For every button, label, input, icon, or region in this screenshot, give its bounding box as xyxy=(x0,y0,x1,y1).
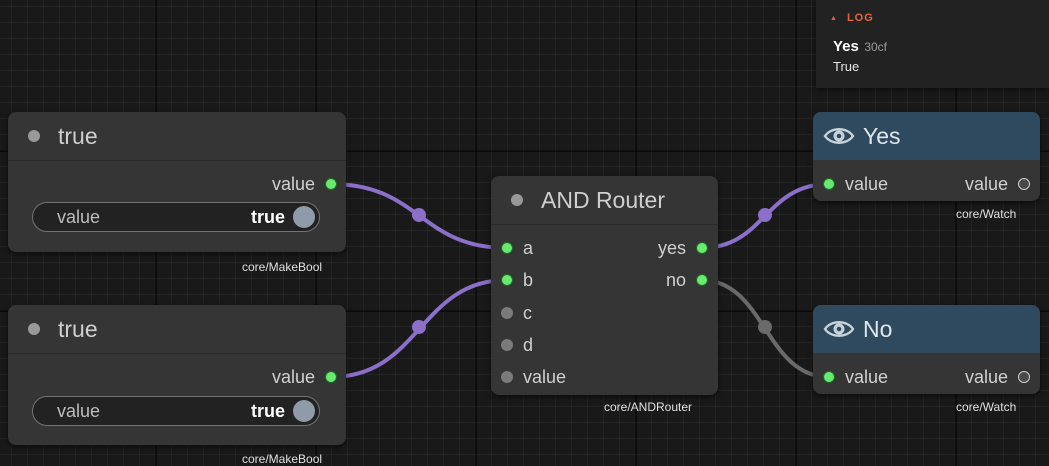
input-port[interactable] xyxy=(501,307,513,319)
makebool-node-1[interactable]: true value value true xyxy=(8,112,346,252)
node-title: true xyxy=(58,315,98,342)
node-title: true xyxy=(58,122,98,149)
log-title: LOG xyxy=(846,12,874,24)
and-router-node[interactable]: AND Router a b c d value yes no xyxy=(491,176,718,395)
output-port[interactable] xyxy=(1018,371,1030,383)
node-title-bar[interactable]: AND Router xyxy=(491,176,718,225)
boolean-toggle-widget[interactable]: value true xyxy=(32,396,320,426)
input-label: a xyxy=(523,237,534,258)
collapse-dot-icon[interactable] xyxy=(28,323,40,335)
output-label: yes xyxy=(657,237,686,258)
output-port-row: value xyxy=(272,367,337,387)
eye-icon xyxy=(823,128,855,144)
node-type-label: core/Watch xyxy=(956,400,1017,414)
node-title: Yes xyxy=(863,122,901,149)
input-port-row-c: c xyxy=(501,303,532,323)
output-port[interactable] xyxy=(325,371,337,383)
node-type-label: core/MakeBool xyxy=(242,452,323,466)
output-label: no xyxy=(665,269,686,290)
input-port-row-d: d xyxy=(501,335,533,355)
input-port[interactable] xyxy=(501,242,513,254)
log-panel[interactable]: ▲ LOG Yes 30cf True xyxy=(816,0,1049,88)
log-entry-header: Yes 30cf xyxy=(833,38,887,56)
watch-node-no[interactable]: No value value xyxy=(813,305,1040,394)
input-label: d xyxy=(523,334,534,355)
log-entry-title: Yes xyxy=(833,38,859,55)
input-label: b xyxy=(523,269,534,290)
node-title-bar[interactable]: No xyxy=(813,305,1040,353)
node-type-label: core/ANDRouter xyxy=(604,400,693,414)
input-port-row-b: b xyxy=(501,270,533,290)
input-port[interactable] xyxy=(501,274,513,286)
toggle-knob[interactable] xyxy=(293,206,315,228)
input-port[interactable] xyxy=(823,178,835,190)
widget-label: value xyxy=(57,400,101,421)
eye-icon xyxy=(823,321,855,337)
watch-node-yes[interactable]: Yes value value xyxy=(813,112,1040,201)
input-port-row-a: a xyxy=(501,238,533,258)
node-title-bar[interactable]: true xyxy=(8,305,346,354)
output-port[interactable] xyxy=(696,242,708,254)
log-entry: Yes 30cf True xyxy=(833,38,887,74)
collapse-caret-icon[interactable]: ▲ xyxy=(830,14,838,22)
input-port[interactable] xyxy=(823,371,835,383)
output-port-row: value xyxy=(272,174,337,194)
node-type-label: core/Watch xyxy=(956,207,1017,221)
input-label: value xyxy=(845,173,889,194)
output-port-row-no: no xyxy=(666,270,708,290)
output-port-row: value xyxy=(965,367,1030,387)
wire-reroute-dot[interactable] xyxy=(758,208,772,222)
node-title-bar[interactable]: Yes xyxy=(813,112,1040,160)
output-port[interactable] xyxy=(325,178,337,190)
input-port[interactable] xyxy=(501,339,513,351)
log-entry-value: True xyxy=(833,59,860,74)
widget-value: true xyxy=(250,206,285,227)
input-port-row: value xyxy=(823,174,888,194)
output-label: value xyxy=(964,173,1008,194)
output-port-row-yes: yes xyxy=(658,238,708,258)
output-port[interactable] xyxy=(1018,178,1030,190)
input-label: value xyxy=(523,366,567,387)
collapse-dot-icon[interactable] xyxy=(511,194,523,206)
toggle-knob[interactable] xyxy=(293,400,315,422)
widget-label: value xyxy=(57,206,101,227)
wire-reroute-dot[interactable] xyxy=(412,320,426,334)
wire-reroute-dot[interactable] xyxy=(758,320,772,334)
node-title: No xyxy=(863,315,893,342)
input-label: value xyxy=(845,366,889,387)
input-label: c xyxy=(523,302,532,323)
makebool-node-2[interactable]: true value value true xyxy=(8,305,346,445)
output-label: value xyxy=(964,366,1008,387)
input-port[interactable] xyxy=(501,371,513,383)
input-port-row: value xyxy=(823,367,888,387)
log-header[interactable]: ▲ LOG xyxy=(830,12,874,24)
log-entry-id: 30cf xyxy=(864,40,888,54)
input-port-row-value: value xyxy=(501,367,566,387)
output-label: value xyxy=(271,173,315,194)
widget-value: true xyxy=(250,400,285,421)
output-label: value xyxy=(271,366,315,387)
boolean-toggle-widget[interactable]: value true xyxy=(32,202,320,232)
output-port[interactable] xyxy=(696,274,708,286)
node-type-label: core/MakeBool xyxy=(242,260,323,274)
output-port-row: value xyxy=(965,174,1030,194)
node-title: AND Router xyxy=(541,186,665,213)
node-title-bar[interactable]: true xyxy=(8,112,346,161)
collapse-dot-icon[interactable] xyxy=(28,130,40,142)
wire-reroute-dot[interactable] xyxy=(412,208,426,222)
